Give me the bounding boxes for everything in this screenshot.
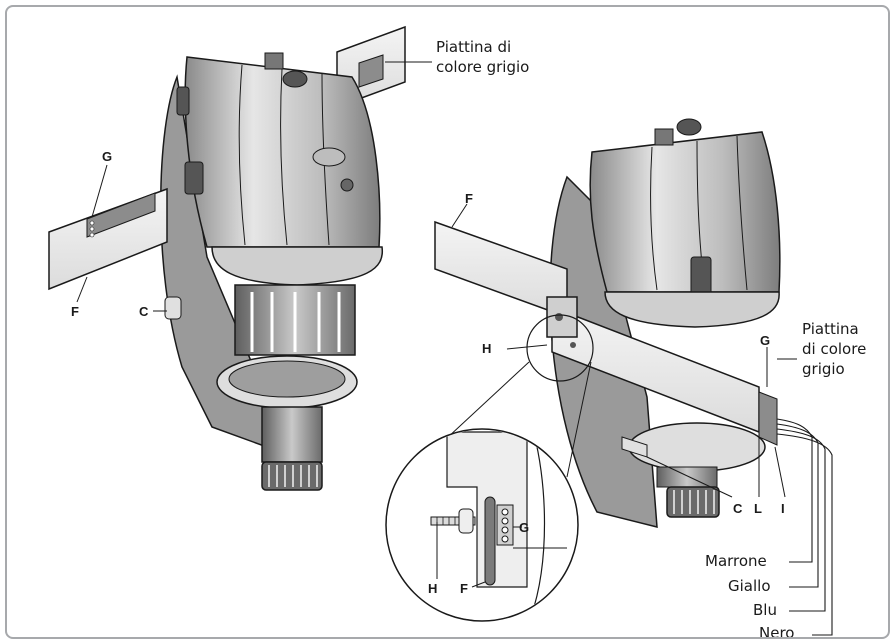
right-label-h: H [482,341,492,356]
left-lower-skirt [211,246,384,286]
right-label-g: G [760,333,771,348]
left-leader-lines [76,61,432,312]
right-gray-strip-label: Piattina di colore grigio [802,320,867,378]
left-top-knob [282,70,308,88]
right-base-ring [628,422,766,472]
left-gray-strip-label: Piattina di colore grigio [436,38,530,76]
left-bottom-cap [261,406,323,463]
right-label-c: C [733,501,743,516]
wire-label-black: Nero [759,624,795,639]
wire-label-yellow: Giallo [728,577,771,595]
left-device [48,25,406,491]
diagram-illustration [48,25,833,636]
detail-label-h: H [428,581,438,596]
right-gray-strip [758,391,778,446]
right-wires [776,418,833,636]
detail-magnifier [385,314,594,622]
detail-label-g: G [519,520,530,535]
wire-label-blue: Blu [753,601,777,619]
left-gray-strip-front [86,192,156,238]
detail-label-f: F [460,581,468,596]
right-label-f: F [465,191,473,206]
left-main-housing [184,56,381,248]
right-label-i: I [781,501,785,516]
left-label-g: G [102,149,113,164]
right-leader-lines [451,203,797,498]
right-label-l: L [754,501,762,516]
detail-screw [430,508,476,534]
wire-label-brown: Marrone [705,552,767,570]
right-main-housing [589,131,781,293]
right-device [434,118,833,636]
diagram-frame: Piattina di colore grigio G F C F H G Pi… [5,5,890,639]
left-label-f: F [71,304,79,319]
left-label-c: C [139,304,149,319]
left-gray-strip-top [358,54,384,88]
